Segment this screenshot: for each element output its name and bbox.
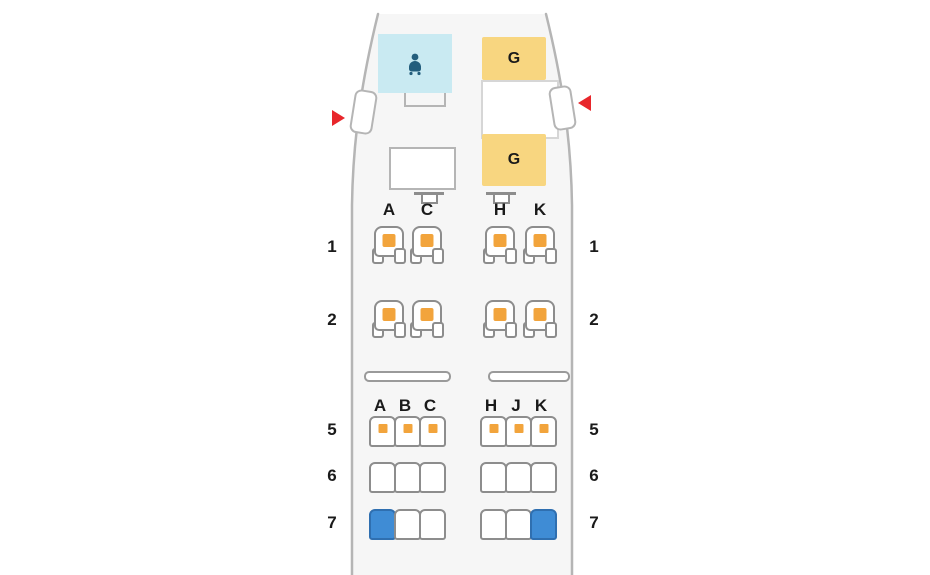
preferred-seat-marker bbox=[378, 424, 387, 433]
monitor-bar bbox=[486, 192, 516, 195]
seat-7B[interactable] bbox=[394, 509, 421, 540]
row-label-6-left: 6 bbox=[327, 466, 337, 485]
seat-6A[interactable] bbox=[369, 462, 396, 493]
overhead-monitor-icon bbox=[414, 192, 444, 205]
row-label-5-right: 5 bbox=[589, 420, 599, 439]
seat-5B[interactable] bbox=[394, 416, 421, 447]
column-header-B: B bbox=[398, 396, 412, 415]
preferred-seat-marker bbox=[382, 308, 396, 321]
preferred-seat-marker bbox=[403, 424, 412, 433]
seat-2A[interactable] bbox=[372, 300, 406, 338]
preferred-seat-marker bbox=[428, 424, 437, 433]
column-header-J: J bbox=[511, 396, 521, 415]
seat-6J[interactable] bbox=[505, 462, 532, 493]
galley-label: G bbox=[507, 151, 521, 168]
seat-1A[interactable] bbox=[372, 226, 406, 264]
galley-area-mid: G bbox=[482, 134, 546, 186]
column-header-H: H bbox=[484, 396, 498, 415]
cabin-divider-left bbox=[364, 371, 451, 382]
row-label-1-right: 1 bbox=[589, 237, 599, 256]
exit-arrow-left bbox=[332, 110, 345, 126]
seat-6B[interactable] bbox=[394, 462, 421, 493]
monitor-box bbox=[421, 195, 438, 204]
column-header-K: K bbox=[534, 396, 548, 415]
column-header-A: A bbox=[373, 396, 387, 415]
seat-1C[interactable] bbox=[410, 226, 444, 264]
monitor-box bbox=[493, 195, 510, 204]
seat-2C[interactable] bbox=[410, 300, 444, 338]
seat-5J[interactable] bbox=[505, 416, 532, 447]
preferred-seat-marker bbox=[514, 424, 523, 433]
column-header-K: K bbox=[533, 200, 547, 219]
preferred-seat-marker bbox=[420, 234, 434, 247]
preferred-seat-marker bbox=[533, 234, 547, 247]
monitor-bar bbox=[414, 192, 444, 195]
seat-7H[interactable] bbox=[480, 509, 507, 540]
row-label-6-right: 6 bbox=[589, 466, 599, 485]
seat-1H[interactable] bbox=[483, 226, 517, 264]
closet-outline bbox=[389, 147, 456, 190]
preferred-seat-marker bbox=[420, 308, 434, 321]
seat-5H[interactable] bbox=[480, 416, 507, 447]
column-header-C: C bbox=[423, 396, 437, 415]
seat-6H[interactable] bbox=[480, 462, 507, 493]
cabin-divider-right bbox=[488, 371, 570, 382]
seat-5A[interactable] bbox=[369, 416, 396, 447]
preferred-seat-marker bbox=[489, 424, 498, 433]
row-label-1-left: 1 bbox=[327, 237, 337, 256]
seat-6K[interactable] bbox=[530, 462, 557, 493]
row-label-2-right: 2 bbox=[589, 310, 599, 329]
cabin-fixture bbox=[404, 93, 446, 107]
seat-2H[interactable] bbox=[483, 300, 517, 338]
row-label-7-left: 7 bbox=[327, 513, 337, 532]
exit-arrow-right bbox=[578, 95, 591, 111]
preferred-seat-marker bbox=[539, 424, 548, 433]
column-header-A: A bbox=[382, 200, 396, 219]
seat-7K[interactable] bbox=[530, 509, 557, 540]
seat-1K[interactable] bbox=[523, 226, 557, 264]
row-label-5-left: 5 bbox=[327, 420, 337, 439]
lavatory-outline bbox=[481, 80, 559, 139]
seat-6C[interactable] bbox=[419, 462, 446, 493]
preferred-seat-marker bbox=[493, 234, 507, 247]
overhead-monitor-icon bbox=[486, 192, 516, 205]
seat-back bbox=[485, 226, 515, 257]
seat-7C[interactable] bbox=[419, 509, 446, 540]
preferred-seat-marker bbox=[533, 308, 547, 321]
baby-icon bbox=[409, 53, 421, 75]
column-header-H: H bbox=[493, 200, 507, 219]
seat-7J[interactable] bbox=[505, 509, 532, 540]
preferred-seat-marker bbox=[382, 234, 396, 247]
seat-2K[interactable] bbox=[523, 300, 557, 338]
seat-7A[interactable] bbox=[369, 509, 396, 540]
galley-area-top: G bbox=[482, 37, 546, 80]
seat-5K[interactable] bbox=[530, 416, 557, 447]
row-label-2-left: 2 bbox=[327, 310, 337, 329]
galley-label: G bbox=[507, 49, 521, 67]
column-header-C: C bbox=[420, 200, 434, 219]
row-label-7-right: 7 bbox=[589, 513, 599, 532]
seat-5C[interactable] bbox=[419, 416, 446, 447]
bassinet-area bbox=[378, 34, 452, 93]
preferred-seat-marker bbox=[493, 308, 507, 321]
